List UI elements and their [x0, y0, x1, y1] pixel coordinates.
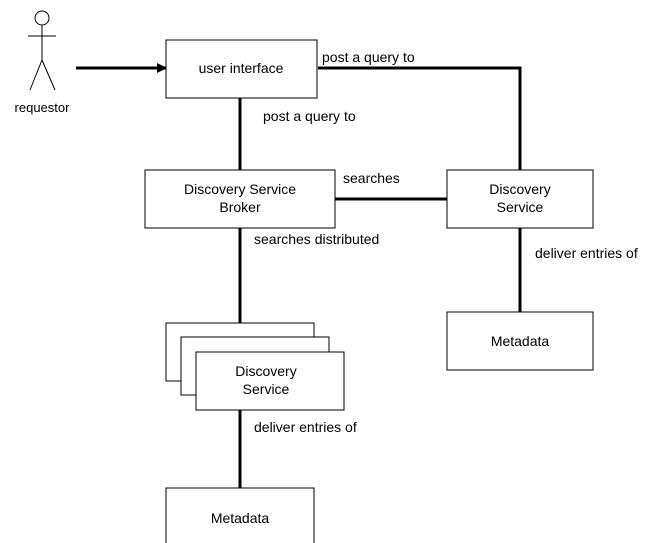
metadata-bottom-box	[165, 487, 315, 543]
edge-label-stack-to-metadata: deliver entries of	[254, 419, 357, 435]
discovery-service-right-line2: Service	[497, 199, 544, 215]
broker-box	[144, 169, 336, 229]
edge-label-ui-to-broker: post a query to	[263, 108, 356, 124]
requestor-actor-icon	[28, 10, 56, 91]
discovery-service-stack-front-box	[195, 351, 345, 411]
broker-label-line1: Discovery Service	[184, 181, 296, 197]
discovery-service-stack-line1: Discovery	[235, 363, 296, 379]
broker-label-line2: Broker	[219, 199, 261, 215]
metadata-right-label: Metadata	[491, 333, 550, 349]
edge-label-service-to-metadata: deliver entries of	[535, 245, 638, 261]
metadata-right-box	[446, 311, 594, 371]
metadata-bottom-label: Metadata	[211, 510, 270, 526]
edge-label-ui-to-service: post a query to	[322, 49, 415, 65]
user-interface-label: user interface	[199, 60, 284, 76]
discovery-service-stack-line2: Service	[243, 381, 290, 397]
user-interface-box	[165, 39, 318, 99]
discovery-service-right-box	[446, 169, 594, 229]
edge-label-broker-to-stack: searches distributed	[254, 231, 379, 247]
edge-label-broker-to-service: searches	[343, 170, 400, 186]
requestor-label: requestor	[15, 100, 71, 115]
discovery-service-right-line1: Discovery	[489, 181, 550, 197]
ui-to-service-connector	[318, 66, 522, 170]
